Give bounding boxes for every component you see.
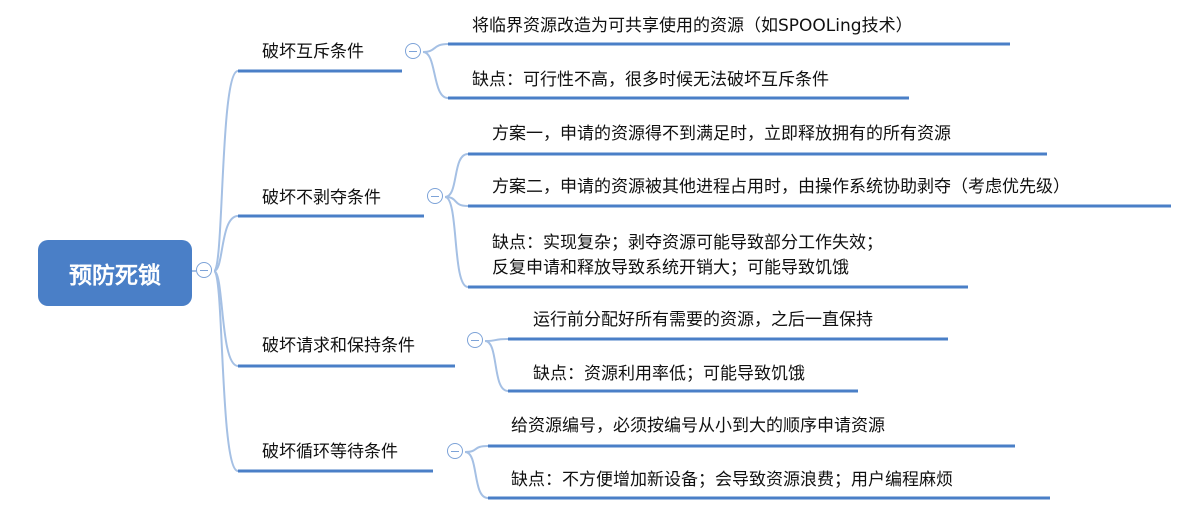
leaf-text[interactable]: 缺点：资源利用率低；可能导致饥饿 [533, 364, 805, 384]
leaf-text-line[interactable]: 缺点：实现复杂；剥夺资源可能导致部分工作失效； [492, 233, 883, 253]
branch-label[interactable]: 破坏请求和保持条件 [262, 336, 415, 356]
branch-leaf-connector [464, 445, 489, 453]
branch-leaf-connector [422, 51, 449, 99]
leaf-text[interactable]: 给资源编号，必须按编号从小到大的顺序申请资源 [511, 416, 885, 436]
root-branch-connector [213, 70, 239, 272]
leaf-text[interactable]: 缺点：可行性不高，很多时候无法破坏互斥条件 [472, 70, 829, 90]
leaf-text[interactable]: 运行前分配好所有需要的资源，之后一直保持 [533, 310, 873, 330]
leaf-text[interactable]: 将临界资源改造为可共享使用的资源（如SPOOLing技术） [472, 16, 913, 36]
branch-collapse-toggle[interactable] [467, 332, 484, 349]
branch-leaf-connector [484, 340, 509, 392]
branch-label[interactable]: 破坏互斥条件 [262, 42, 364, 62]
branch-collapse-toggle[interactable] [427, 188, 444, 205]
branch-leaf-connector [422, 43, 449, 53]
root-label: 预防死锁 [69, 263, 161, 289]
branch-leaf-connector [484, 338, 509, 342]
branch-leaf-connector [444, 196, 469, 288]
root-collapse-toggle[interactable] [196, 262, 213, 279]
leaf-text[interactable]: 方案一，申请的资源得不到满足时，立即释放拥有的所有资源 [492, 124, 951, 144]
branch-collapse-toggle[interactable] [447, 443, 464, 460]
leaf-text[interactable]: 方案二，申请的资源被其他进程占用时，由操作系统协助剥夺（考虑优先级） [492, 177, 1070, 197]
leaf-text[interactable]: 缺点：不方便增加新设备；会导致资源浪费；用户编程麻烦 [511, 470, 953, 490]
branch-collapse-toggle[interactable] [405, 43, 422, 60]
root-node[interactable]: 预防死锁 [38, 240, 192, 306]
root-branch-connector [213, 270, 239, 472]
leaf-text-line[interactable]: 反复申请和释放导致系统开销大；可能导致饥饿 [492, 258, 849, 278]
branch-leaf-connector [444, 153, 469, 198]
root-branch-connector [213, 215, 239, 272]
branch-label[interactable]: 破坏不剥夺条件 [262, 188, 381, 208]
branch-leaf-connector [464, 451, 489, 499]
branch-label[interactable]: 破坏循环等待条件 [262, 442, 398, 462]
